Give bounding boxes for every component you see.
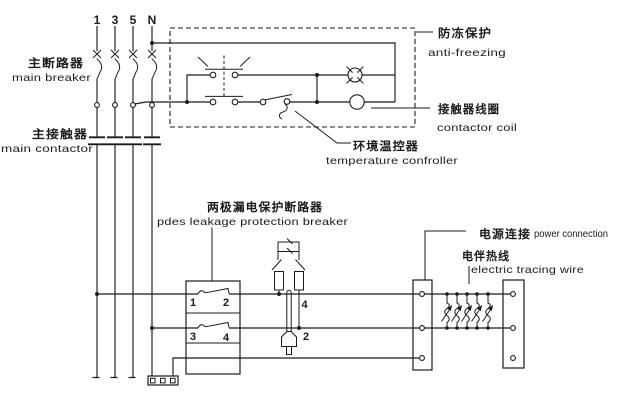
temperature-controller-label-en: temperature confroller (326, 155, 458, 167)
temperature-controller-leader (294, 110, 351, 144)
contactor-coil-icon (349, 94, 365, 110)
power-connection-label-en: power connection (534, 229, 608, 240)
power-connection-leader (424, 230, 466, 280)
contactor-coil-label-en: contactor coil (437, 122, 517, 134)
breaker-terminal-1: 1 (190, 297, 196, 309)
tracing-wire-label-zh: 电伴热线 (462, 249, 510, 263)
wire-tag-4: 4 (301, 299, 308, 311)
anti-freezing-label-en: anti-freezing (428, 47, 506, 59)
heating-cable-elements (441, 291, 494, 331)
phase-line-3 (105, 25, 125, 379)
tracing-wire-label-en: electric tracing wire (471, 264, 584, 276)
breaker-terminal-2: 2 (223, 297, 229, 309)
control-circuit (134, 41, 396, 120)
main-contactor-label-zh: 主接触器 (32, 127, 88, 141)
leakage-breaker-label-zh: 两极漏电保护断路器 (207, 200, 323, 214)
phase-label-5: 5 (130, 13, 137, 27)
phase-label-N: N (148, 13, 157, 27)
indicator-lamp-icon (346, 66, 364, 84)
breaker-terminal-4: 4 (223, 332, 230, 344)
anti-freezing-label-zh: 防冻保护 (438, 26, 492, 40)
power-connection-label-zh: 电源连接 (479, 227, 531, 241)
leakage-breaker-label-en: pdes leakage protection breaker (157, 216, 348, 228)
linked-contacts-icon (197, 55, 251, 106)
phase-label-3: 3 (112, 13, 119, 27)
main-contactor-label-en: main contactor (1, 143, 93, 155)
main-breaker-label-en: main breaker (12, 72, 91, 84)
plug-assembly-icon (271, 238, 306, 355)
main-breaker-label-zh: 主断路器 (28, 56, 84, 70)
anti-freezing-box (169, 27, 416, 128)
contactor-coil-label-zh: 接触器线圈 (438, 102, 500, 116)
phase-line-5 (123, 25, 143, 379)
power-connection-strip-right (502, 279, 525, 369)
terminal-block (147, 375, 179, 386)
phase-line-N (142, 25, 162, 376)
load-wires (95, 292, 420, 376)
breaker-terminal-3: 3 (190, 331, 196, 343)
phase-label-1: 1 (94, 13, 101, 27)
thermostat-icon (259, 94, 293, 120)
wire-tag-2: 2 (303, 331, 309, 343)
temperature-controller-label-zh: 环境温控器 (353, 139, 419, 153)
